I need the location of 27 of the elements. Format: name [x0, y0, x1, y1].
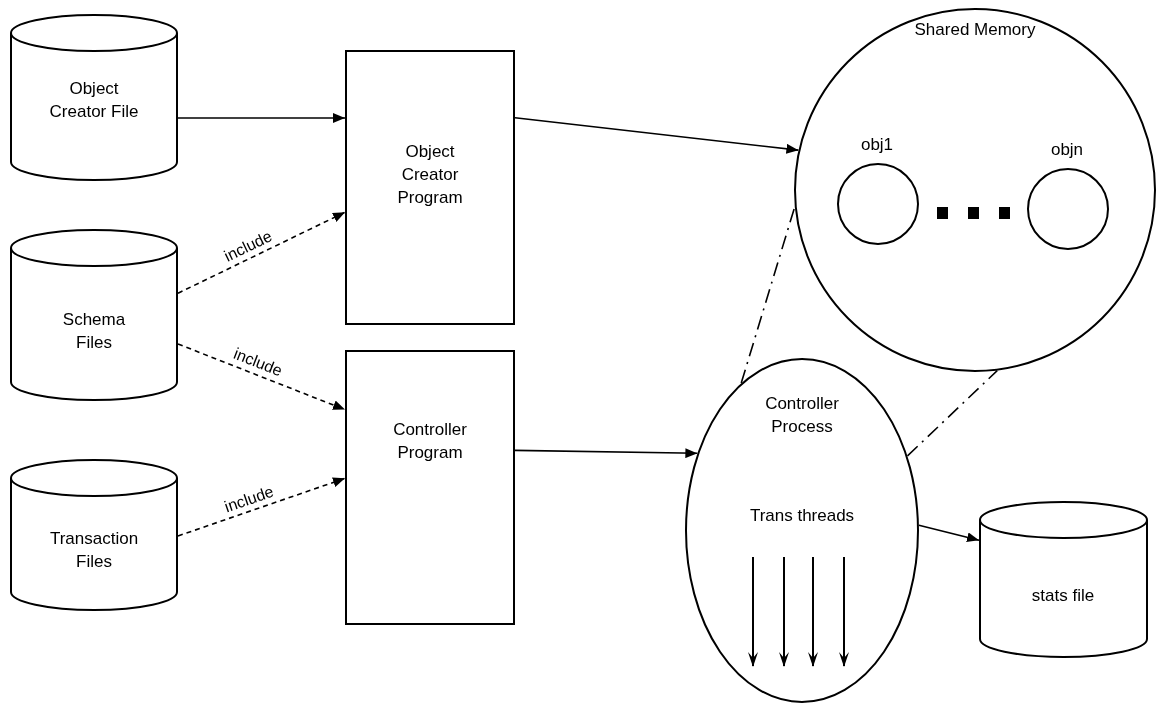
arrow [177, 211, 346, 295]
arrow [514, 116, 800, 154]
database-cylinder [10, 15, 178, 180]
arrow [918, 524, 980, 543]
node-label: Controller Program [392, 419, 468, 464]
node-label: Object Creator File [48, 78, 140, 123]
arrow [177, 113, 346, 123]
node-label: Transaction Files [48, 528, 140, 573]
program-box [345, 50, 515, 325]
connector-line [906, 369, 999, 457]
arrow [177, 343, 346, 411]
database-cylinder [10, 460, 178, 610]
arrow [177, 477, 346, 537]
node-label: Controller Process [764, 393, 840, 438]
shared-memory-circle [794, 8, 1156, 372]
process-ellipse [685, 358, 919, 703]
node-label: Shared Memory [913, 19, 1037, 41]
database-cylinder [10, 230, 178, 400]
object-label: obj1 [859, 134, 895, 156]
arrow [514, 448, 699, 459]
database-cylinder [979, 502, 1148, 657]
node-label: stats file [1030, 585, 1096, 607]
object-label: objn [1049, 139, 1085, 161]
node-label: Schema Files [61, 309, 127, 354]
program-box [345, 350, 515, 625]
node-label: Object Creator Program [396, 141, 464, 209]
threads-label: Trans threads [748, 505, 856, 527]
